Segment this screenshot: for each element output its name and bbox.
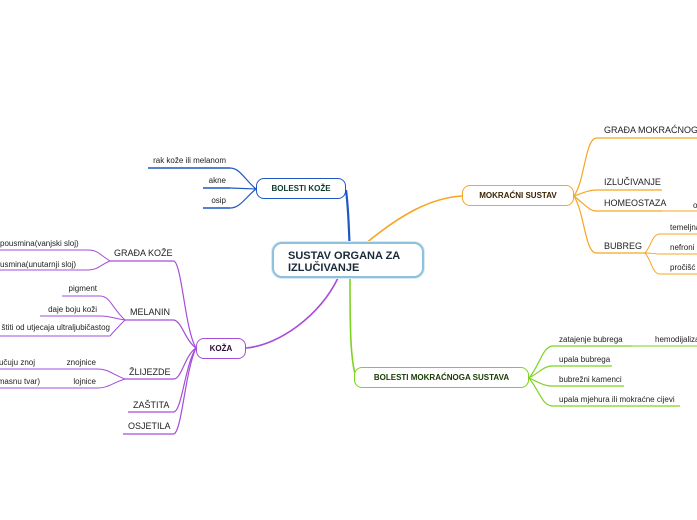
leaf-rak-koze[interactable]: rak kože ili melanom xyxy=(153,156,226,165)
link-bm-kamenci xyxy=(528,377,553,387)
leaf-upala-mjehura[interactable]: upala mjehura ili mokraćne cijevi xyxy=(559,395,675,404)
koza-melanin[interactable]: MELANIN xyxy=(130,307,171,317)
topic-mokracni-sustav[interactable]: MOKRAĆNI SUSTAV xyxy=(462,185,574,206)
mokracni-homeostaza[interactable]: HOMEOSTAZA xyxy=(604,198,667,208)
link-mk-izlucivanje xyxy=(573,189,597,197)
link-melanin-boja xyxy=(99,315,126,321)
leaf-osip[interactable]: osip xyxy=(211,196,226,205)
leaf-znojnice[interactable]: znojnice xyxy=(66,358,96,367)
link-grada-pousmina xyxy=(87,249,111,262)
link-koza-zastita xyxy=(173,347,197,413)
link-grada-usmina xyxy=(87,260,111,271)
central-topic-line-2: IZLUČIVANJE xyxy=(288,262,360,274)
leaf-daje-boju[interactable]: daje boju koži xyxy=(48,305,97,314)
central-topic[interactable]: SUSTAV ORGANA ZA IZLUČIVANJE xyxy=(272,242,424,278)
bubreg-temeljna[interactable]: temeljna xyxy=(670,223,697,232)
topic-bolesti-mokracnog[interactable]: BOLESTI MOKRAĆNOGA SUSTAVA xyxy=(354,367,529,388)
central-topic-line-1: SUSTAV ORGANA ZA xyxy=(288,250,401,262)
link-zlijezde-lojnice xyxy=(97,378,126,389)
link-zlijezde-znojnice xyxy=(97,368,126,380)
link-koza-grada xyxy=(173,260,197,349)
leaf-hemodijaliza[interactable]: hemodijaliza xyxy=(655,335,697,344)
koza-zlijezde[interactable]: ŽLIJEZDE xyxy=(129,367,171,377)
link-bm-upala-mjehura xyxy=(528,377,553,407)
link-bubreg-nefroni xyxy=(644,252,661,255)
link-root-bolesti-mokracnog xyxy=(349,277,357,378)
link-bm-upala-bubrega xyxy=(528,365,553,379)
bubreg-nefroni[interactable]: nefroni xyxy=(670,243,695,252)
link-koza-melanin xyxy=(173,319,197,349)
leaf-pigment[interactable]: pigment xyxy=(68,284,97,293)
koza-osjetila[interactable]: OSJETILA xyxy=(128,421,171,431)
leaf-akne[interactable]: akne xyxy=(208,176,226,185)
koza-zastita[interactable]: ZAŠTITA xyxy=(133,400,170,410)
topic-koza[interactable]: KOŽA xyxy=(196,338,246,359)
leaf-bubrezni-kamenci[interactable]: bubrežni kamenci xyxy=(559,375,622,384)
topic-mokracni-label: MOKRAĆNI SUSTAV xyxy=(479,191,557,200)
link-root-mokracni xyxy=(364,195,463,245)
link-melanin-stiti xyxy=(109,319,126,337)
link-root-koza xyxy=(245,277,339,349)
leaf-izlucuju-znoj[interactable]: izlučuju znoj xyxy=(0,358,35,367)
mokracni-bubreg[interactable]: BUBREG xyxy=(604,241,643,251)
leaf-masnu-tvar[interactable]: (masnu tvar) xyxy=(0,377,40,386)
link-bubreg-temeljna xyxy=(644,233,661,254)
topic-koza-label: KOŽA xyxy=(209,344,233,353)
link-mk-homeostaza xyxy=(573,195,597,212)
mokracni-grada[interactable]: GRAĐA MOKRAĆNOG SUSTAVA xyxy=(604,125,697,135)
koza-grada[interactable]: GRAĐA KOŽE xyxy=(114,248,173,258)
leaf-lojnice[interactable]: lojnice xyxy=(73,377,96,386)
link-bm-zatajenje xyxy=(528,345,553,379)
topic-bolesti-koze-label: BOLESTI KOŽE xyxy=(271,184,331,193)
leaf-usmina[interactable]: usmina(unutarnji sloj) xyxy=(0,260,77,269)
link-mk-grada xyxy=(573,137,597,197)
link-bubreg-prociscavanje xyxy=(644,252,661,275)
link-mk-bubreg xyxy=(573,195,597,254)
leaf-pousmina[interactable]: pousmina(vanjski sloj) xyxy=(0,239,79,248)
link-bk-rak xyxy=(229,167,257,190)
link-bk-akne xyxy=(229,187,257,190)
leaf-upala-bubrega[interactable]: upala bubrega xyxy=(559,355,611,364)
leaf-zatajenje[interactable]: zatajenje bubrega xyxy=(559,335,623,344)
link-koza-osjetila xyxy=(173,347,197,435)
link-bk-osip xyxy=(229,188,257,209)
link-melanin-pigment xyxy=(99,295,126,321)
topic-bolesti-koze[interactable]: BOLESTI KOŽE xyxy=(256,178,346,199)
link-koza-zlijezde xyxy=(173,347,197,380)
homeostaza-detail[interactable]: o xyxy=(693,201,697,210)
mokracni-izlucivanje[interactable]: IZLUČIVANJE xyxy=(604,177,661,187)
topic-bolesti-mokracnog-label: BOLESTI MOKRAĆNOGA SUSTAVA xyxy=(373,373,510,382)
bubreg-prociscavanje[interactable]: pročišć xyxy=(670,263,696,272)
leaf-stiti[interactable]: štiti od utjecaja ultraljubičastog xyxy=(1,323,110,332)
